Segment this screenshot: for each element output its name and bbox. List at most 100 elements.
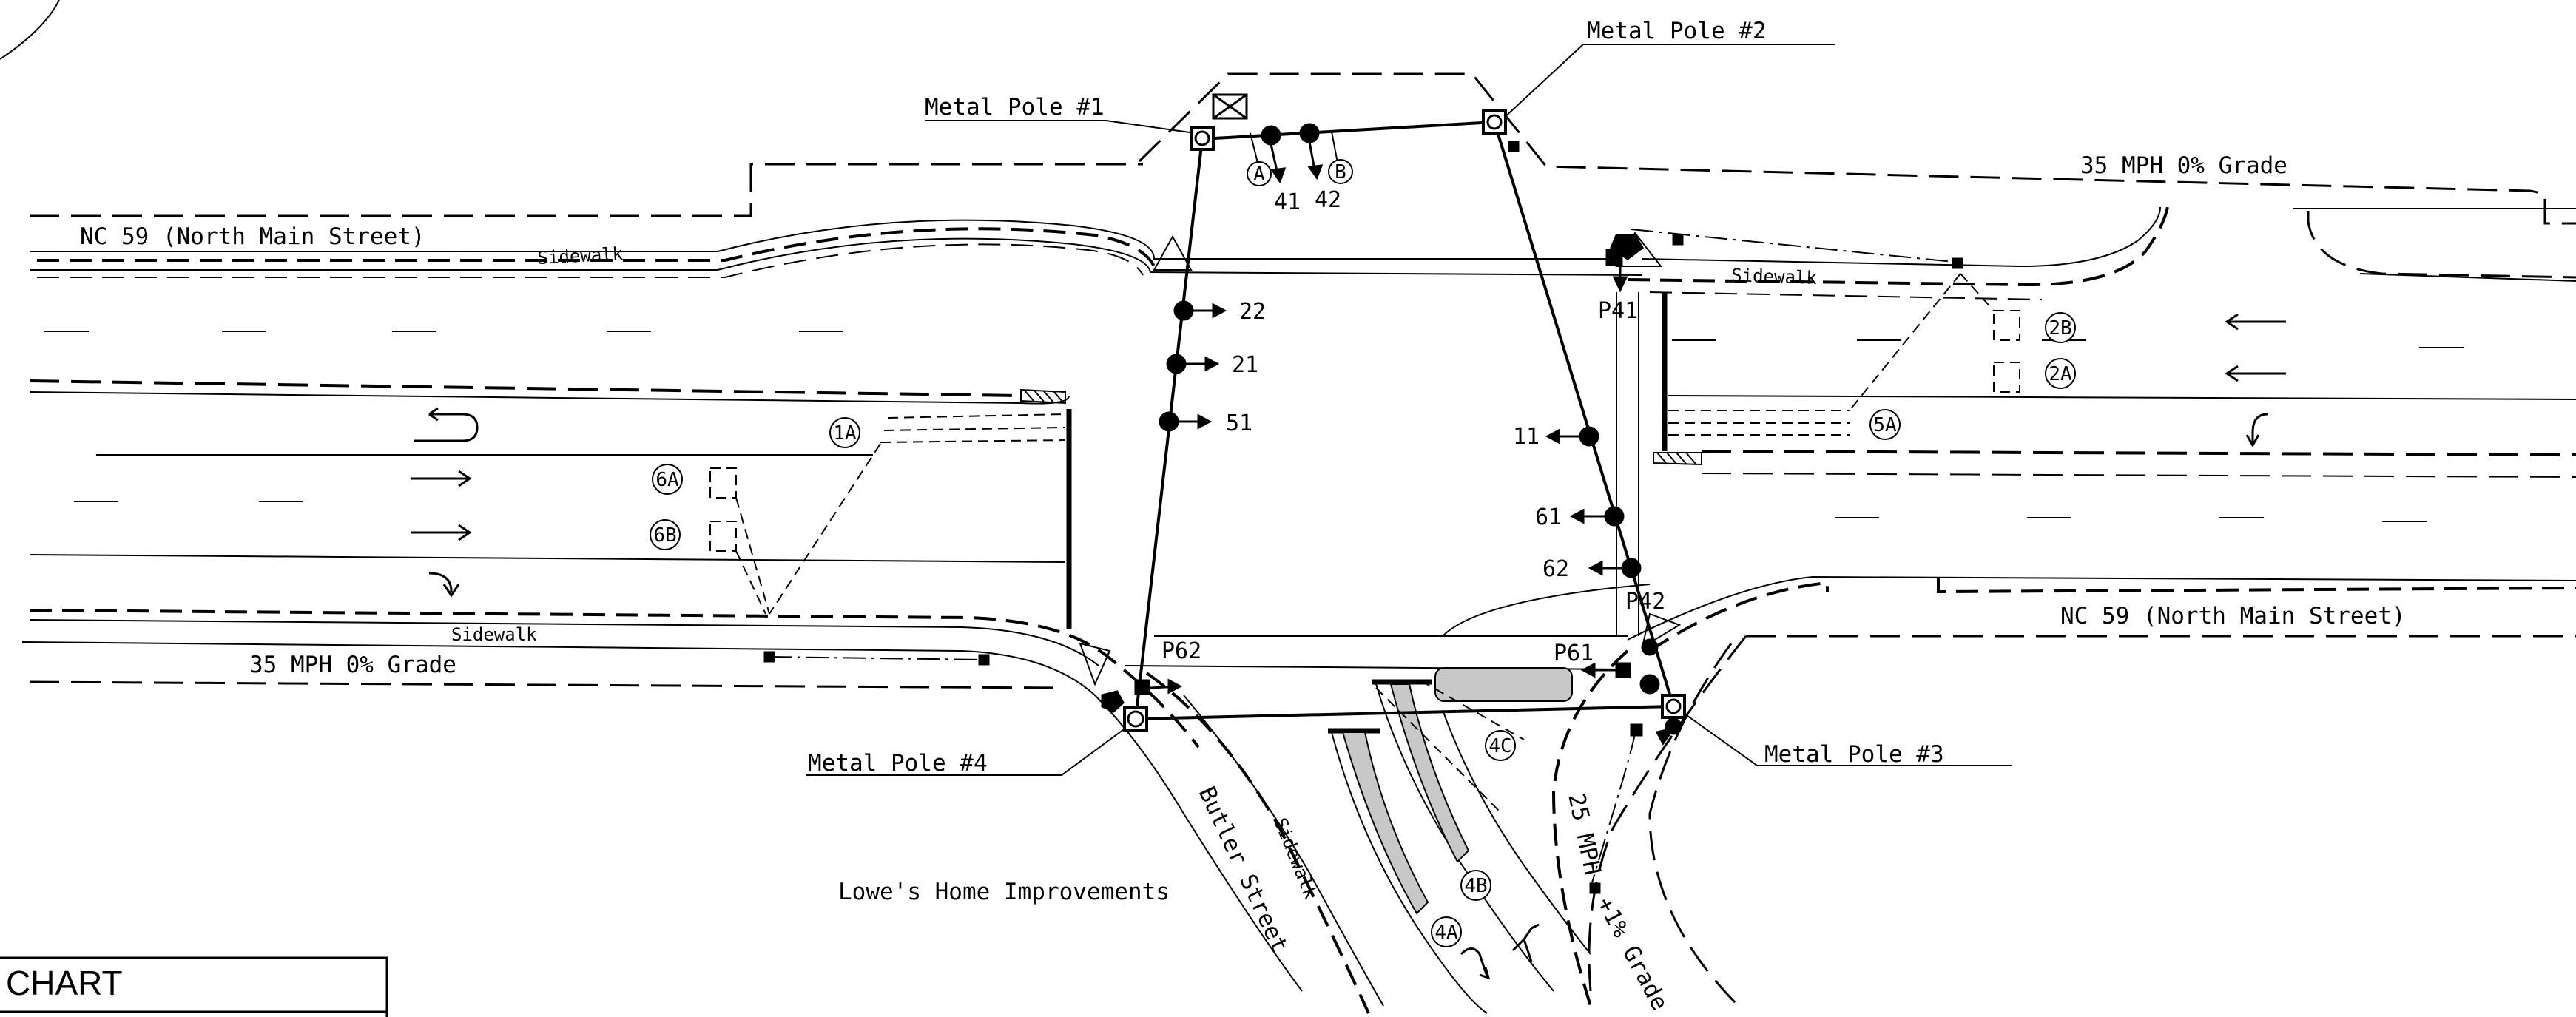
north-right-curb — [2359, 273, 2576, 282]
u-turn-arrow-icon — [414, 413, 479, 442]
span-1-2 — [1201, 121, 1495, 141]
north-right-edge — [2307, 211, 2576, 279]
driveway-curb-b — [1375, 683, 1554, 992]
south-approach-c — [1551, 649, 1629, 1007]
island-b — [1389, 683, 1470, 863]
north-curb-dashed — [37, 227, 1156, 267]
east-lane-dash-c — [1672, 339, 2464, 348]
detector-6b: 6B — [653, 524, 676, 547]
pole-3-label: Metal Pole #3 — [1764, 741, 1944, 768]
ped-head-p42-label: P42 — [1625, 589, 1665, 615]
north-curb-east — [1627, 206, 2169, 287]
detector-2a: 2A — [2049, 363, 2072, 385]
east-lane-dashed — [1701, 450, 2576, 456]
detector-labels — [650, 159, 2076, 947]
thru-arrow-west-1-icon — [2225, 313, 2286, 331]
pole-leaders — [806, 44, 2012, 776]
detector-a: A — [1253, 163, 1265, 186]
signal-head-11-dot — [1579, 426, 1599, 447]
sidewalk-label-3: Sidewalk — [451, 624, 537, 645]
driveway-arc — [1442, 584, 1651, 637]
ped-head-p42-dot — [1641, 638, 1659, 656]
signal-head-61: 61 — [1535, 504, 1562, 530]
business-label: Lowe's Home Improvements — [838, 879, 1170, 905]
street-label-main-east: NC 59 (North Main Street) — [2060, 603, 2406, 629]
southeast-curb — [1627, 575, 2576, 641]
detector-4a: 4A — [1434, 922, 1458, 944]
signal-head-21: 21 — [1232, 352, 1258, 378]
driveway-curb-a — [1331, 732, 1488, 1014]
left-turn-arrow-west-icon — [2245, 413, 2268, 448]
island-a — [1341, 732, 1429, 915]
south-curb-west — [29, 609, 1200, 749]
signal-head-21-dot — [1166, 354, 1187, 374]
speed-label-east: 35 MPH 0% Grade — [2080, 152, 2287, 179]
south-sidewalk-west — [21, 641, 1303, 992]
curb-hatches — [1020, 232, 1702, 686]
speed-label-south: 25 MPH — [1562, 791, 1605, 877]
signal-head-42: 42 — [1315, 187, 1341, 213]
island-c — [1434, 667, 1573, 702]
detector-loops — [709, 273, 2020, 814]
speed-label-west: 35 MPH 0% Grade — [249, 652, 456, 678]
ped-head-p61-dot — [1639, 674, 1660, 695]
north-sidewalk-west-b — [30, 237, 1643, 276]
pole-4-label: Metal Pole #4 — [808, 750, 988, 777]
south-curb-west-b — [29, 619, 1099, 666]
signal-head-62: 62 — [1542, 556, 1569, 582]
ped-head-p62 — [1101, 690, 1125, 713]
right-turn-arrow-icon — [428, 572, 460, 598]
thru-arrow-east-2-icon — [411, 524, 472, 541]
butler-east-curb — [1183, 695, 1384, 1007]
detector-b: B — [1335, 161, 1346, 183]
detector-label-text: A B 1A 2A 2B 5A 6A 6B 4A 4B 4C — [653, 161, 2072, 944]
corner-arc — [0, 0, 60, 60]
islands — [1341, 667, 1573, 915]
south-approach-east-b — [1648, 643, 1740, 1007]
north-sidewalk-east-b — [1649, 291, 2043, 300]
south-edge-west — [29, 680, 1066, 689]
grade-label-south: +1% Grade — [1591, 893, 1673, 1015]
signal-head-61-dot — [1604, 506, 1625, 527]
signal-head-22-dot — [1173, 300, 1194, 321]
signal-head-51-dot — [1159, 411, 1179, 432]
north-curb-west — [30, 163, 1143, 217]
lane-arrows — [411, 313, 2286, 980]
southeast-curb-dashed — [1648, 577, 2576, 652]
south-sidewalk-west-c — [1145, 672, 1370, 1014]
street-label-butler: Butler Street — [1193, 783, 1293, 956]
thru-right-arrow-south-icon — [1511, 923, 1540, 962]
detector-1a: 1A — [833, 422, 857, 445]
detector-4b: 4B — [1464, 875, 1487, 897]
north-sidewalk-east — [1642, 206, 2161, 268]
west-lane-2 — [29, 554, 1066, 563]
span-wires — [1134, 121, 1675, 720]
thru-arrow-east-1-icon — [411, 470, 472, 487]
ped-head-p62-label: P62 — [1161, 638, 1201, 664]
chart-legend: CHART — [0, 956, 388, 1017]
sidewalk-label-1: Sidewalk — [537, 243, 624, 268]
detector-4c: 4C — [1488, 735, 1511, 757]
left-turn-arrow-south-icon — [1460, 947, 1491, 980]
signal-head-ticks — [1250, 131, 1338, 163]
street-label-main-west: NC 59 (North Main Street) — [80, 223, 425, 250]
ped-head-p61-label: P61 — [1554, 641, 1594, 666]
thru-arrow-west-2-icon — [2225, 365, 2286, 382]
poles — [1123, 93, 1686, 732]
driveway-lane-c — [1442, 709, 1591, 955]
east-lane-dashed-b — [1701, 473, 2576, 478]
pole-2-label: Metal Pole #2 — [1587, 18, 1767, 44]
chart-legend-title: CHART — [6, 964, 123, 1002]
signal-head-41-dot — [1261, 125, 1281, 146]
signal-head-62-dot — [1621, 558, 1642, 578]
pole-1-label: Metal Pole #1 — [925, 94, 1105, 121]
north-sidewalk-west-a — [30, 219, 1620, 260]
signal-head-51: 51 — [1226, 410, 1252, 436]
signal-heads — [763, 123, 1963, 894]
ped-head-p41-label: P41 — [1598, 298, 1638, 324]
span-3-4 — [1135, 705, 1674, 720]
signal-head-22: 22 — [1239, 299, 1266, 325]
north-edge-west — [37, 243, 1144, 278]
signal-head-42-dot — [1299, 123, 1320, 143]
